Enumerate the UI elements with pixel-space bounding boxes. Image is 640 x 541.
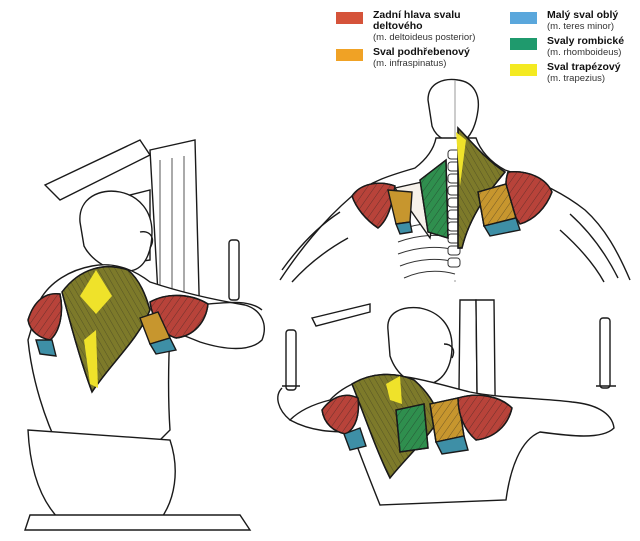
legend-swatch-teres-minor — [510, 12, 537, 24]
legend-swatch-infraspinatus — [336, 49, 363, 61]
legend-swatch-trapezius — [510, 64, 537, 76]
legend-latin-deltoid: (m. deltoideus posterior) — [373, 32, 476, 43]
legend-item-deltoid: Zadní hlava svalu deltového (m. deltoide… — [336, 10, 475, 43]
back-view-figure — [279, 78, 631, 283]
legend-name-deltoid-line1: Zadní hlava svalu — [373, 9, 461, 21]
legend-swatch-deltoid — [336, 12, 363, 24]
legend-name-teres-minor: Malý sval oblý — [547, 9, 619, 21]
legend-item-teres-minor: Malý sval oblý (m. teres minor) — [510, 10, 624, 32]
legend-right-column: Malý sval oblý (m. teres minor) Svaly ro… — [510, 10, 624, 88]
legend-item-rhomboid: Svaly rombické (m. rhomboideus) — [510, 36, 624, 58]
standing-figure — [277, 299, 616, 506]
legend-name-infraspinatus: Sval podhřebenový — [373, 46, 470, 58]
legend-name-trapezius: Sval trapézový — [547, 61, 621, 73]
legend-item-trapezius: Sval trapézový (m. trapezius) — [510, 62, 624, 84]
legend-swatch-rhomboid — [510, 38, 537, 50]
legend-left-column: Zadní hlava svalu deltového (m. deltoide… — [336, 10, 475, 73]
legend-name-rhomboid: Svaly rombické — [547, 35, 625, 47]
legend-name-deltoid-line2: deltového — [373, 20, 423, 32]
legend-latin-infraspinatus: (m. infraspinatus) — [373, 58, 447, 69]
legend-latin-teres-minor: (m. teres minor) — [547, 21, 615, 32]
legend-latin-trapezius: (m. trapezius) — [547, 73, 606, 84]
legend-item-infraspinatus: Sval podhřebenový (m. infraspinatus) — [336, 47, 475, 69]
seated-figure — [24, 139, 265, 531]
legend-latin-rhomboid: (m. rhomboideus) — [547, 47, 622, 58]
